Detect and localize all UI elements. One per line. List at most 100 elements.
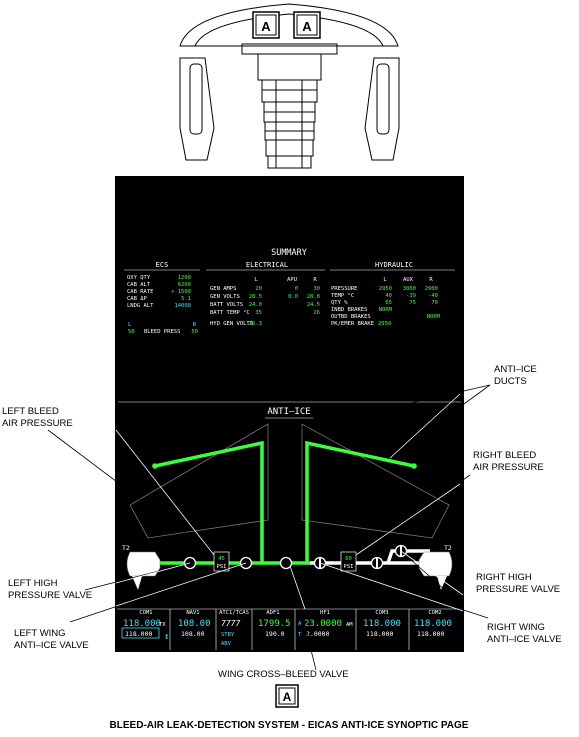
- right-wing-label-2: ANTI–ICE VALVE: [487, 634, 562, 645]
- crossbleed-leader: [289, 565, 317, 671]
- elec-header: APU: [287, 277, 297, 283]
- radio-tuning-strip: COM1 118.000 TX 118.000 ↕ NAV1 108.00 10…: [117, 608, 462, 650]
- elec-value: 0.0: [288, 294, 298, 300]
- hyd-value: 70: [431, 300, 438, 306]
- summary-page: SUMMARY ECS OXY QTY 1200 CAB ALT 6200 CA…: [124, 248, 455, 335]
- hyd-value: 3000: [403, 286, 416, 292]
- nav1-active[interactable]: 108.00: [178, 619, 211, 629]
- hyd-header: AUX: [403, 277, 414, 283]
- left-bleed-pressure-readout: 45 PSI: [213, 551, 230, 572]
- ducts-leader-1: [269, 384, 491, 436]
- com1-standby[interactable]: 118.000: [125, 630, 152, 638]
- right-press-value: 60: [345, 556, 352, 562]
- callout-box-left: [252, 11, 280, 39]
- elec-value: 28.8: [307, 294, 320, 300]
- com1-tx: TX: [159, 622, 166, 628]
- com3-standby[interactable]: 118.000: [366, 630, 393, 638]
- swap-arrow-icon[interactable]: ↕: [164, 632, 169, 642]
- display-callouts: A A: [252, 11, 321, 39]
- hyd-label: PK/EMER BRAKE: [331, 321, 374, 327]
- figure-callout-letter: A: [283, 690, 292, 704]
- anti-ice-title: ANTI–ICE: [267, 407, 310, 417]
- elec-label: GEN VOLTS: [210, 294, 240, 300]
- left-engine-label: T2: [122, 544, 130, 552]
- adf1-label: ADF1: [266, 610, 279, 616]
- ecs-value: 1200: [178, 275, 191, 281]
- elec-value: 24.5: [307, 302, 320, 308]
- cockpit-top-view: [179, 3, 400, 169]
- ecs-label: CAB ALT: [127, 282, 151, 288]
- ecs-value: 14000: [174, 303, 191, 309]
- bleed-l-header: L: [128, 322, 132, 328]
- elec-header: R: [313, 277, 317, 283]
- nav1-standby[interactable]: 108.00: [181, 630, 205, 638]
- right-wing-outline: [301, 423, 450, 539]
- adf1-standby[interactable]: 190.0: [265, 630, 285, 638]
- com2-label: COM2: [428, 610, 441, 616]
- left-wing-outline: [129, 423, 269, 539]
- ecs-value: 6200: [178, 282, 191, 288]
- com1-active[interactable]: 118.000: [123, 619, 161, 629]
- com2-standby[interactable]: 118.000: [417, 630, 444, 638]
- elec-label: GEN AMPS: [210, 286, 237, 292]
- right-wing-label-1: RIGHT WING: [487, 622, 545, 633]
- left-duct-end: [152, 463, 158, 469]
- left-hp-label-1: LEFT HIGH: [8, 578, 58, 589]
- hyd-value: 75: [409, 300, 416, 306]
- figure-caption: BLEED-AIR LEAK-DETECTION SYSTEM - EICAS …: [110, 720, 469, 731]
- hyd-value: 65: [385, 300, 392, 306]
- right-bleed-pressure-readout: 60 PSI: [340, 551, 357, 572]
- com1-label: COM1: [139, 610, 152, 616]
- elec-value: 30: [313, 286, 320, 292]
- elec-value: 0: [295, 286, 298, 292]
- atc-extra: ABV: [221, 641, 232, 647]
- ecs-value: 5.1: [181, 296, 191, 302]
- hyd-value: -39: [406, 293, 416, 299]
- right-wing-duct: [305, 440, 416, 565]
- atc-code[interactable]: 7777: [221, 619, 240, 628]
- hyd-value: 2950: [378, 321, 391, 327]
- summary-title: SUMMARY: [271, 248, 307, 258]
- hyd-label: QTY %: [331, 300, 348, 306]
- elec-header: L: [254, 277, 258, 283]
- elec-value: 26: [313, 310, 320, 316]
- atc-label: ATC1/TCAS: [219, 610, 249, 616]
- left-engine: T2: [122, 544, 161, 590]
- elec-value: 24.0: [249, 302, 262, 308]
- hyd-header: R: [429, 277, 433, 283]
- hyd-label: PRESSURE: [331, 286, 358, 292]
- ecs-label: CAB RATE: [127, 289, 154, 295]
- hf1-active[interactable]: 23.0000: [304, 619, 342, 629]
- right-press-unit: PSI: [344, 564, 354, 570]
- hyd-header: L: [383, 277, 387, 283]
- eicas-screen: [115, 176, 464, 652]
- callout-letter-left: A: [261, 19, 271, 34]
- hyd-label: INBD BRAKES: [331, 307, 367, 313]
- right-hp-leader: [400, 550, 446, 591]
- diagram-labels: LEFT BLEED AIR PRESSURE ANTI–ICE DUCTS R…: [2, 364, 562, 680]
- left-hp-label-2: PRESSURE VALVE: [8, 590, 92, 601]
- bleed-l-value: 50: [128, 329, 135, 335]
- electrical-title: ELECTRICAL: [246, 261, 288, 269]
- bleed-r-header: R: [193, 322, 197, 328]
- figure-callout-box: [275, 684, 299, 708]
- right-bleed-label-1: RIGHT BLEED: [473, 450, 536, 461]
- atc-mode[interactable]: STBY: [221, 632, 235, 638]
- callout-box-right: [293, 11, 321, 39]
- hyd-value: 2900: [425, 286, 438, 292]
- hyd-value: NORM: [379, 307, 393, 313]
- elec-value: 35: [255, 310, 262, 316]
- anti-ice-ducts-label-2: DUCTS: [494, 376, 527, 387]
- com3-active[interactable]: 118.000: [363, 619, 401, 629]
- adf1-active[interactable]: 1799.5: [258, 619, 291, 629]
- com1-standby-box[interactable]: [121, 627, 160, 639]
- com2-active[interactable]: 118.000: [414, 619, 452, 629]
- bleed-press-label: BLEED PRESS: [144, 329, 180, 335]
- hf1-standby-prefix: T: [298, 632, 302, 638]
- left-wing-duct: [153, 440, 264, 565]
- leader-lines-on-screen: [115, 393, 464, 612]
- right-engine-label: T2: [444, 544, 452, 552]
- hyd-value: -40: [428, 293, 438, 299]
- hf1-standby[interactable]: 2.0000: [306, 630, 330, 638]
- right-high-pressure-valve: [370, 556, 384, 570]
